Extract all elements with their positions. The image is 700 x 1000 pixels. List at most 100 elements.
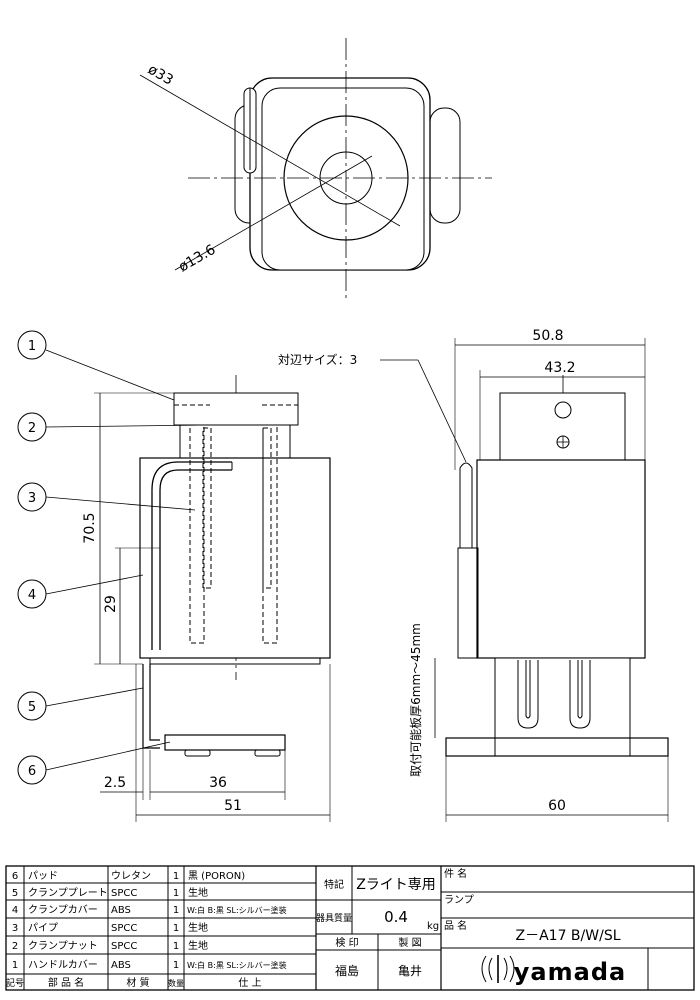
side-u-bolt-l (517, 660, 539, 729)
dim-508-label: 50.8 (532, 328, 563, 344)
pad-left (184, 749, 211, 757)
handle-cover (173, 392, 299, 426)
lamp-label: ランプ (444, 894, 474, 906)
clamp-nut (179, 424, 291, 459)
leader-6 (45, 741, 171, 771)
leader-1 (45, 349, 175, 401)
mass-value: 0.4 (384, 908, 408, 926)
pipe-bend-outer (151, 461, 232, 650)
part-material: ABS (111, 905, 131, 916)
part-finish: 生地 (188, 886, 208, 899)
title-block (5, 865, 695, 991)
product-value: Z－A17 B/W/SL (516, 928, 621, 944)
part-material: ウレタン (111, 870, 151, 882)
hidden-slot-l (189, 424, 205, 644)
mass-unit: kg (427, 921, 439, 932)
part-qty: 1 (173, 960, 179, 971)
hidden-slot-r (262, 424, 278, 644)
top-view (139, 38, 492, 300)
part-material: SPCC (111, 941, 137, 952)
clamp-plate-l2 (149, 664, 160, 741)
dim-pad-label: 29 (103, 595, 119, 613)
mass-label: 器具質量 (316, 912, 352, 924)
leader-4 (45, 574, 144, 595)
dia-outer-label: ø33 (145, 62, 176, 89)
side-view (380, 338, 669, 822)
brand-logo: yamada (514, 958, 626, 986)
balloon-6-label: 6 (28, 764, 36, 779)
header-name: 部 品 名 (48, 976, 84, 989)
balloon-1 (17, 330, 47, 360)
balloon-5 (17, 691, 47, 721)
pad-right (254, 749, 281, 757)
leader-2 (45, 424, 211, 428)
dia-outer-leader (139, 74, 401, 227)
part-no: 4 (12, 905, 18, 916)
inspect-label: 検 印 (335, 936, 358, 949)
dia-inner-leader (174, 155, 373, 271)
dim-height-label: 70.5 (82, 512, 98, 543)
dia-inner-label: ø13.6 (176, 242, 218, 276)
dim-60-label: 60 (548, 798, 566, 814)
brand-mark-r1 (509, 955, 515, 983)
dim-total-label: 51 (224, 798, 242, 814)
part-name: クランプカバー (28, 904, 98, 916)
title-block-frame (5, 865, 695, 991)
part-material: SPCC (111, 923, 137, 934)
part-qty: 1 (173, 905, 179, 916)
top-right-tab (429, 107, 461, 224)
balloon-5-label: 5 (28, 700, 36, 715)
clamp-cover-body (139, 457, 331, 659)
side-clamp-body (476, 459, 646, 659)
part-row: 4 クランプカバー ABS 1 W:白 B:黒 SL:シルバー塗装 (12, 904, 287, 916)
part-material: ABS (111, 960, 131, 971)
balloon-3 (17, 482, 47, 512)
clamp-plate (164, 734, 286, 751)
balloon-4-label: 4 (28, 588, 36, 603)
dim-clamp-label: 36 (209, 775, 227, 791)
side-handle-tip (459, 462, 473, 548)
dim-offset-label: 2.5 (104, 775, 126, 791)
drafter-name: 亀井 (398, 964, 422, 978)
side-lower-body (494, 657, 631, 739)
pipe-bend (159, 469, 232, 650)
part-finish: W:白 B:黒 SL:シルバー塗装 (187, 905, 287, 915)
leader-5 (45, 687, 144, 707)
inspector-name: 福島 (335, 963, 359, 978)
part-name: クランププレート (28, 887, 108, 899)
part-row: 6 パッド ウレタン 1 黒 (PORON) (12, 870, 245, 882)
parts-header-row: 記号 部 品 名 材 質 数量 仕 上 (6, 976, 262, 989)
part-qty: 1 (173, 923, 179, 934)
side-u-bolt-r (569, 660, 591, 729)
clamp-plate-l (142, 664, 160, 749)
part-no: 6 (12, 871, 18, 882)
brand-mark-l1 (481, 955, 487, 983)
balloon-2 (17, 412, 47, 442)
part-no: 1 (12, 960, 18, 971)
balloon-4 (17, 579, 47, 609)
brand-mark-l2 (488, 957, 493, 981)
part-finish: 生地 (188, 921, 208, 934)
side-u-bolt-l-inner (525, 660, 531, 719)
brand-mark-r2 (503, 957, 508, 981)
part-name: パッド (28, 870, 58, 882)
balloon-1-label: 1 (28, 339, 36, 354)
thickness-range-note: 取付可能板厚6mm～45mm (409, 623, 423, 777)
part-no: 2 (12, 941, 18, 952)
side-pad-plate (457, 547, 479, 659)
side-base-plate (445, 737, 669, 757)
side-handle-cover (499, 392, 626, 461)
part-qty: 1 (173, 871, 179, 882)
part-no: 5 (12, 888, 18, 899)
tokki-value: Zライト専用 (356, 877, 436, 893)
part-finish: 黒 (PORON) (188, 870, 245, 882)
balloon-2-label: 2 (28, 421, 36, 436)
header-qty: 数量 (168, 978, 184, 988)
leader-3 (45, 496, 196, 511)
dim-432-label: 43.2 (544, 360, 575, 376)
part-name: ハンドルカバー (28, 959, 98, 971)
part-finish: 生地 (188, 939, 208, 952)
header-no: 記号 (6, 977, 24, 989)
parts-table: 6 パッド ウレタン 1 黒 (PORON) 5 クランププレート SPCC 1… (6, 870, 287, 989)
